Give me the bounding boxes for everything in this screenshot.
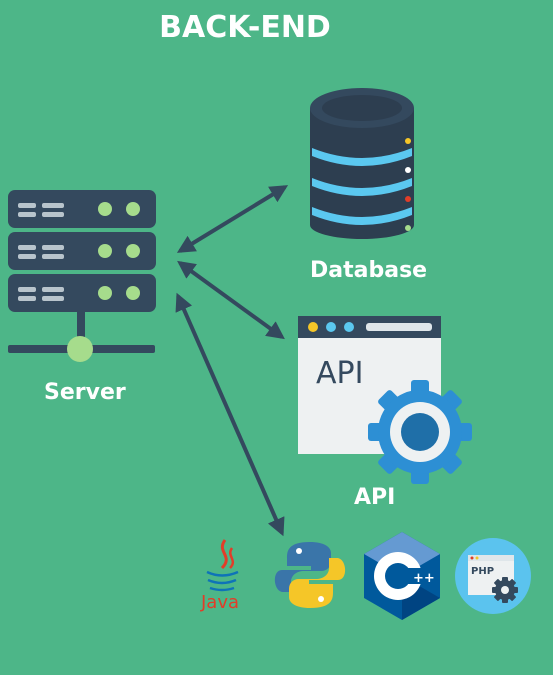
- diagram-title: BACK-END: [159, 10, 331, 45]
- python-logo-icon: [274, 542, 346, 608]
- php-logo-text: PHP: [471, 566, 494, 577]
- java-logo-icon: Java: [200, 539, 239, 613]
- cpp-logo-text: ++: [413, 571, 435, 586]
- cpp-logo-icon: ++: [364, 532, 440, 620]
- api-label: API: [354, 485, 396, 510]
- server-api-arrow: [177, 260, 285, 340]
- php-logo-icon: PHP: [455, 538, 531, 614]
- java-logo-text: Java: [200, 592, 239, 613]
- gear-icon: [368, 380, 472, 484]
- database-icon: [310, 88, 414, 239]
- server-database-arrow: [176, 185, 289, 253]
- connection-arrows: [175, 185, 289, 537]
- server-label: Server: [44, 380, 126, 405]
- server-icon: [8, 190, 156, 362]
- api-window-text: API: [316, 356, 363, 391]
- server-languages-arrow: [175, 292, 285, 537]
- database-label: Database: [310, 258, 428, 283]
